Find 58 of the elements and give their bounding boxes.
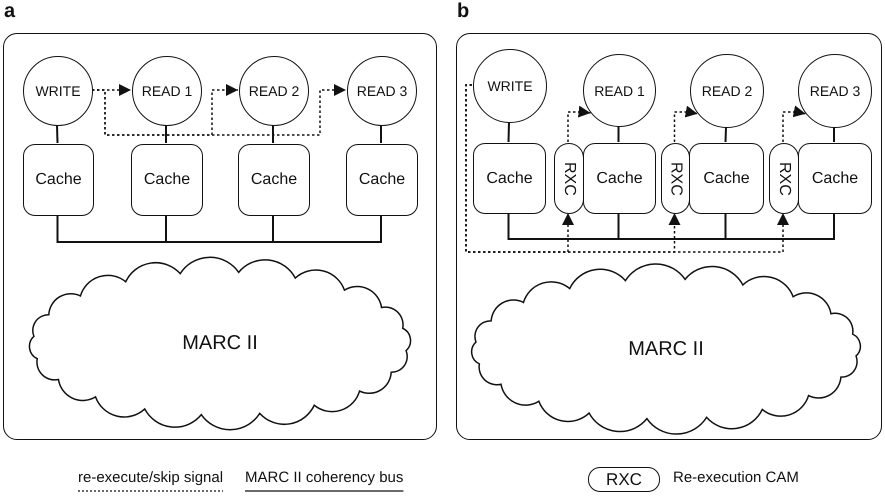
connector-line (618, 213, 726, 240)
node-label: RXC (666, 162, 684, 196)
rxc-capsule (769, 143, 799, 214)
node-label: Cache (35, 171, 82, 189)
connector-line (165, 125, 167, 143)
node-label: RXC (560, 162, 578, 196)
node-label: Cache (144, 171, 190, 189)
node-label: READ 2 (248, 83, 300, 99)
node-label: Cache (250, 171, 298, 189)
rxc-capsule (554, 143, 584, 214)
rxc-capsule (588, 467, 660, 492)
node-label: WRITE (487, 78, 533, 94)
cache-box (346, 144, 418, 216)
connector-line (724, 126, 727, 142)
node-label: WRITE (35, 83, 81, 99)
panel-label: a (4, 0, 16, 23)
signal-arrow (782, 105, 806, 142)
node-label: MARC II (628, 338, 704, 360)
connector-line (272, 215, 382, 243)
cache-box (23, 144, 94, 216)
legend-label: re-execute/skip signal (78, 469, 224, 486)
connector-line (618, 126, 620, 142)
signal-arrow (567, 106, 591, 142)
cache-box (131, 144, 203, 216)
signal-arrow (465, 84, 789, 253)
connector-line (833, 127, 835, 142)
connector-line (272, 125, 274, 143)
connector-line (508, 122, 510, 142)
node-label: READ 1 (594, 82, 645, 98)
connector-line (508, 213, 620, 240)
connector-line (380, 125, 382, 143)
node-label: Cache (358, 171, 406, 189)
node-label: MARC II (182, 332, 258, 355)
legend-label: Re-execution CAM (673, 469, 799, 486)
node-label: READ 1 (142, 83, 192, 99)
panel-label: b (457, 0, 470, 23)
signal-arrow (674, 106, 698, 142)
cache-box (798, 143, 872, 214)
connector-line (724, 213, 835, 240)
legend-label: MARC II coherency bus (245, 469, 404, 486)
node-label: READ 2 (702, 83, 752, 99)
node-label: Cache (596, 170, 643, 188)
connector-line (56, 124, 58, 144)
node-label: RXC (606, 470, 642, 490)
node-label: Cache (486, 170, 533, 188)
signal-arrow (92, 84, 346, 136)
cache-box (583, 143, 656, 214)
cache-box (473, 143, 546, 214)
connector-line (56, 215, 167, 243)
connector-line (165, 215, 274, 243)
node-label: Cache (812, 170, 858, 188)
cache-box (689, 143, 764, 214)
node-label: RXC (775, 162, 793, 196)
rxc-capsule (661, 143, 690, 214)
cache-box (238, 144, 310, 216)
node-label: READ 3 (356, 83, 408, 99)
node-label: Cache (703, 170, 750, 188)
node-label: READ 3 (810, 83, 860, 99)
